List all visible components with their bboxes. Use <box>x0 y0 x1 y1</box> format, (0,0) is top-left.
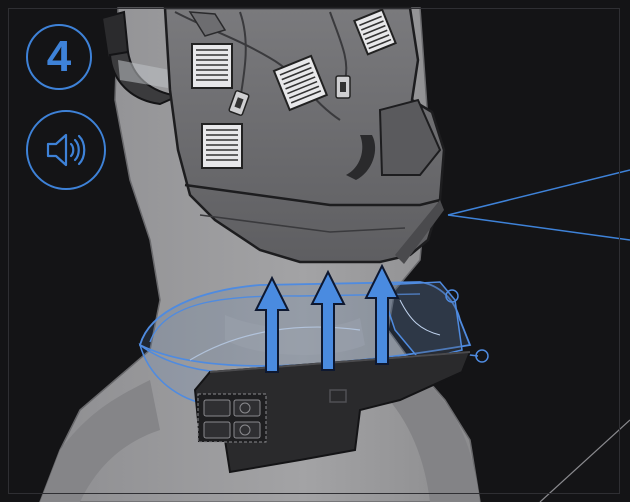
step-number: 4 <box>47 35 71 79</box>
clip-2 <box>336 76 350 98</box>
button-panel <box>198 394 266 442</box>
sensor-pad-1 <box>192 44 232 88</box>
speaker-icon <box>38 122 94 178</box>
step-badge: 4 <box>26 24 92 90</box>
zoom-guide-line <box>540 420 630 502</box>
sensor-pad-4 <box>202 124 242 168</box>
callout-pointer <box>448 170 630 240</box>
strap-buckle <box>102 12 128 58</box>
audio-button[interactable] <box>26 110 106 190</box>
